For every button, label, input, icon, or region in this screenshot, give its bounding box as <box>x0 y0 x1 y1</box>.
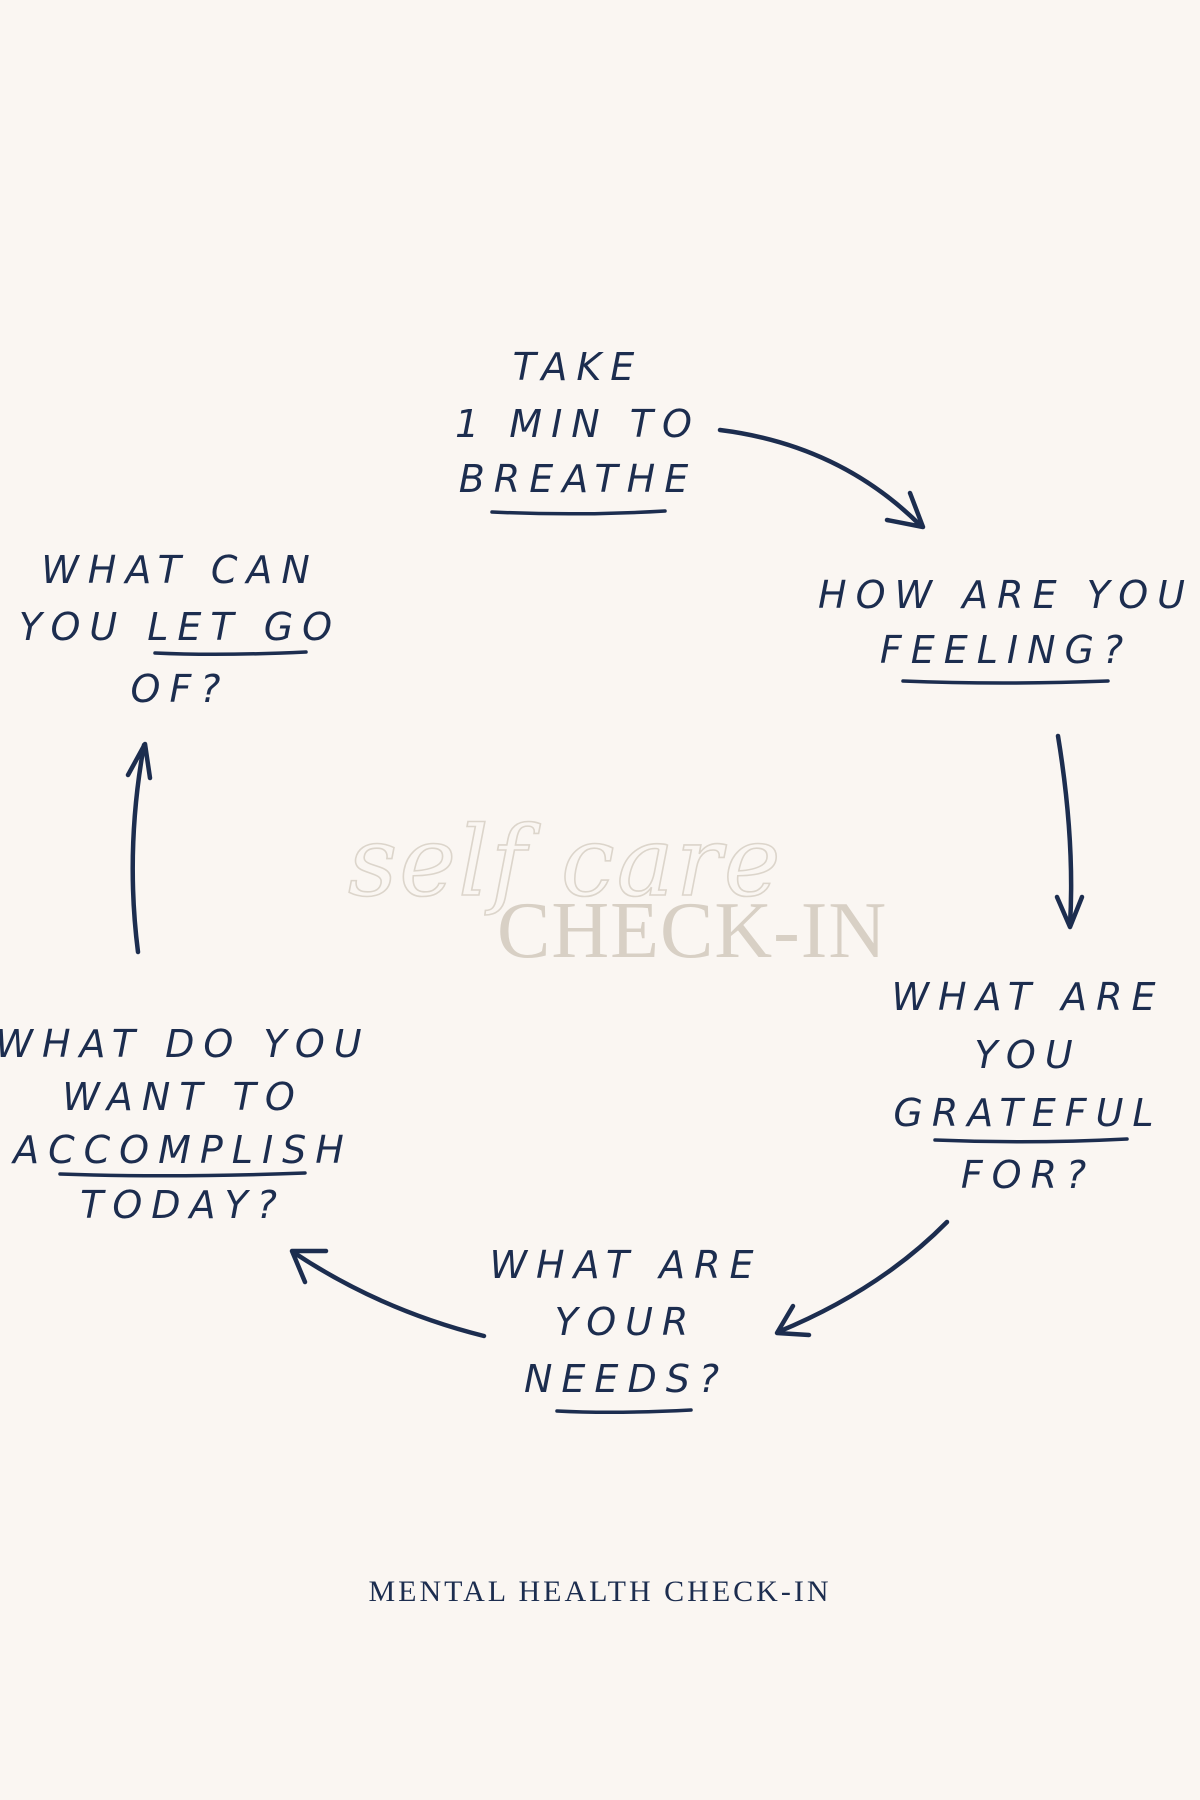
step-line: ACCOMPLISH <box>10 1128 353 1172</box>
step-line: YOUR <box>555 1300 698 1344</box>
step-what-are-your-needs: WHAT ARE YOUR NEEDS? <box>489 1243 762 1415</box>
cycle-arrows <box>125 427 1085 1339</box>
step-underline <box>58 1171 307 1178</box>
step-what-are-you-grateful-for: WHAT ARE YOU GRATEFUL FOR? <box>891 975 1164 1197</box>
step-line: YOU LET GO <box>19 605 341 649</box>
center-watermark: self care CHECK-IN <box>347 805 887 975</box>
arrow-icon <box>289 1248 487 1339</box>
arrow-icon <box>125 741 153 955</box>
step-line: WHAT DO YOU <box>0 1022 371 1066</box>
step-line: BREATHE <box>459 457 698 501</box>
step-line: OF? <box>131 667 230 711</box>
step-what-can-you-let-go-of: WHAT CAN YOU LET GO OF? <box>19 548 341 711</box>
step-underline <box>490 509 667 516</box>
arrow-icon <box>1054 733 1085 930</box>
step-line: WHAT ARE <box>891 975 1164 1019</box>
step-take-a-minute: TAKE 1 MIN TO BREATHE <box>455 345 701 516</box>
step-line: TAKE <box>513 345 644 389</box>
step-line: 1 MIN TO <box>455 402 701 446</box>
step-line: WHAT ARE <box>489 1243 762 1287</box>
step-line: TODAY? <box>80 1183 286 1227</box>
step-line: YOU <box>974 1033 1081 1077</box>
center-script-text: self care <box>348 806 783 918</box>
step-what-do-you-want-to-accomplish: WHAT DO YOU WANT TO ACCOMPLISH TODAY? <box>0 1022 371 1227</box>
step-line: FEELING? <box>880 628 1132 672</box>
step-line: GRATEFUL <box>893 1091 1162 1135</box>
arrow-icon <box>717 427 926 530</box>
step-line: FOR? <box>961 1153 1095 1197</box>
footer-title: MENTAL HEALTH CHECK-IN <box>368 1575 831 1608</box>
step-underline <box>901 679 1110 685</box>
step-underline <box>933 1137 1129 1144</box>
arrow-icon <box>774 1219 950 1338</box>
step-line: NEEDS? <box>524 1357 728 1401</box>
step-underline <box>555 1408 693 1415</box>
center-title: CHECK-IN <box>497 887 887 975</box>
step-line: HOW ARE YOU <box>818 573 1194 617</box>
step-how-are-you-feeling: HOW ARE YOU FEELING? <box>818 573 1194 685</box>
step-line: WANT TO <box>62 1075 304 1119</box>
step-line: WHAT CAN <box>41 548 319 592</box>
step-underline <box>153 650 308 657</box>
